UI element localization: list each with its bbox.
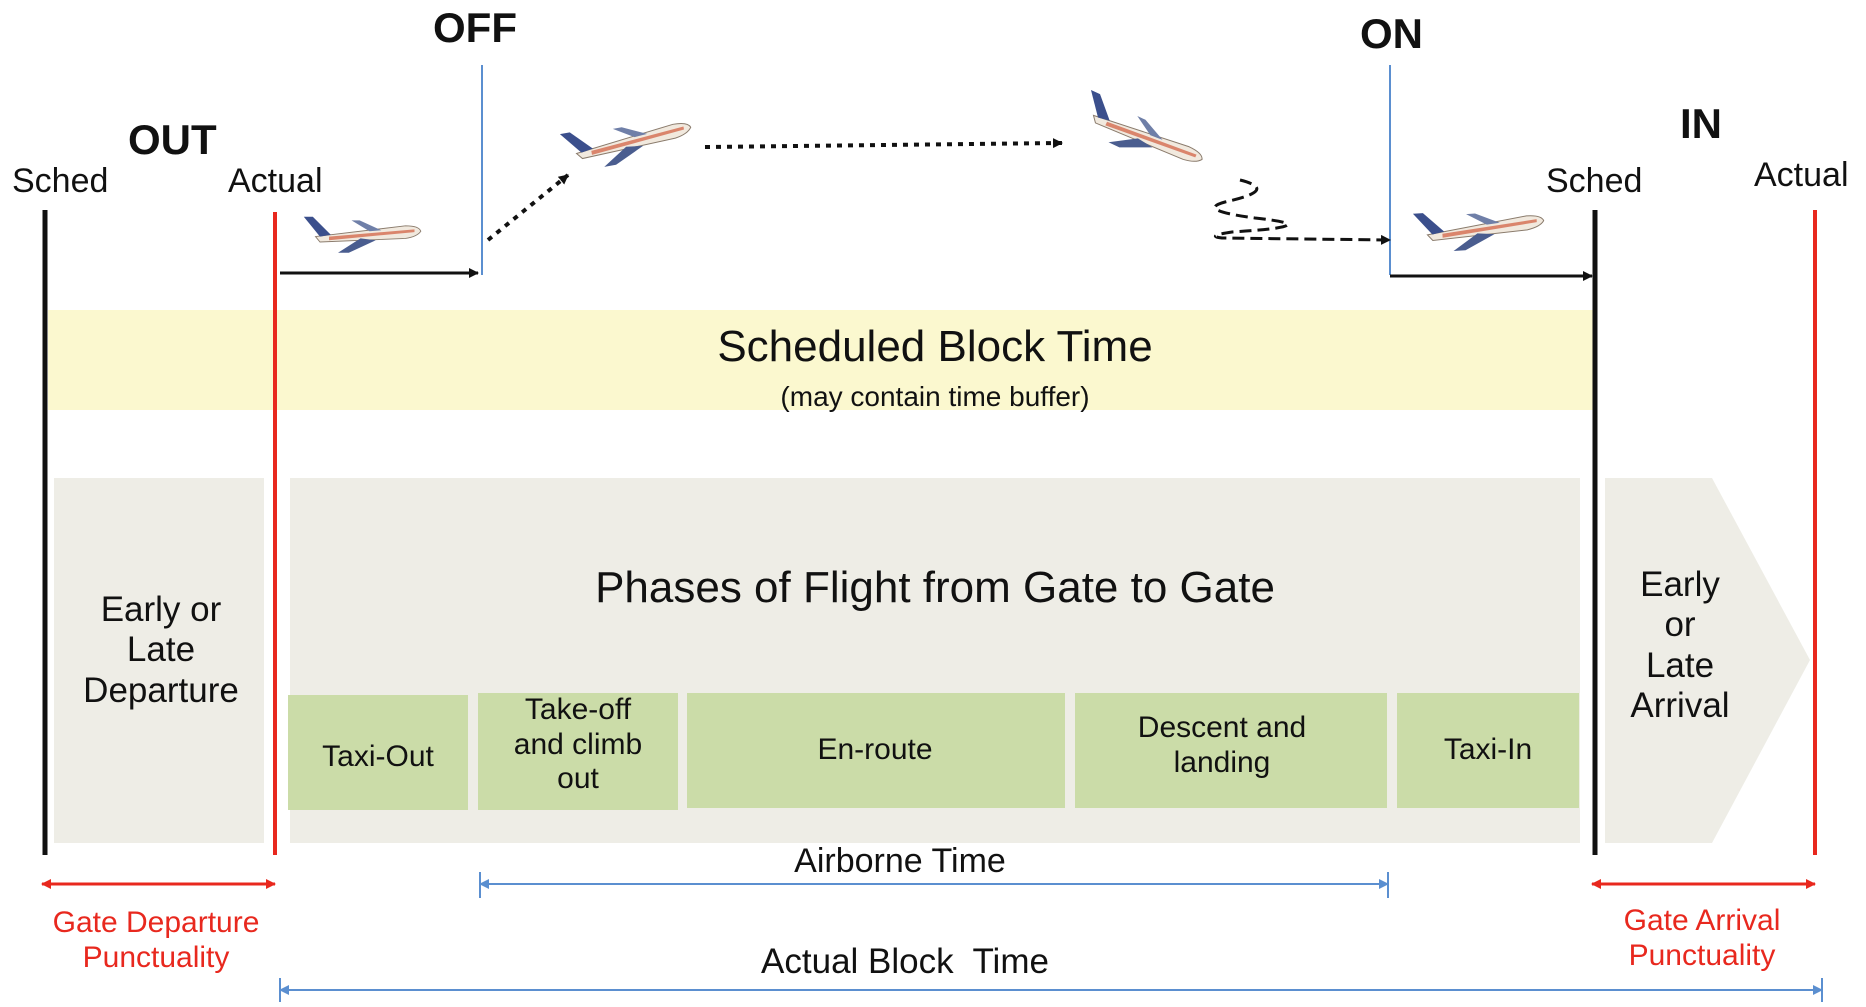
in-actual-label: Actual (1754, 156, 1849, 194)
climb-arrow (486, 173, 570, 242)
arrival-block-label: Early or Late Arrival (1630, 565, 1730, 725)
phase-label-enroute: En-route (817, 733, 933, 766)
phase-box-descent (1075, 693, 1387, 808)
scheduled-block-title: Scheduled Block Time (717, 322, 1153, 371)
in-sched-label: Sched (1546, 162, 1643, 200)
phase-box-enroute (687, 693, 1065, 808)
scheduled-block-band (48, 310, 1593, 410)
in-label: IN (1680, 100, 1722, 147)
departure-block-band (54, 478, 264, 843)
airplane-icon (1412, 204, 1546, 255)
phase-label-taxi-in: Taxi-In (1443, 733, 1533, 766)
actual-block-time-label: Actual Block Time (761, 942, 1049, 981)
arrival-block-band (1605, 478, 1810, 843)
scheduled-block-subtitle: (may contain time buffer) (780, 381, 1090, 412)
phase-label-taxi-out: Taxi-Out (322, 740, 434, 773)
airplane-icon (1073, 89, 1210, 182)
gate-arrival-label: Gate Arrival Punctuality (1623, 904, 1781, 972)
out-label: OUT (128, 116, 217, 163)
out-sched-label: Sched (12, 162, 109, 200)
phase-box-taxi-out (288, 695, 468, 810)
airplane-icon (303, 216, 422, 254)
out-actual-label: Actual (228, 162, 323, 200)
off-label: OFF (433, 4, 517, 51)
cruise-arrow (704, 138, 1063, 149)
departure-block-label: Early or Late Departure (83, 590, 239, 710)
phase-box-takeoff (478, 693, 678, 810)
gate-departure-label: Gate Departure Punctuality (52, 906, 260, 974)
airborne-time-label: Airborne Time (794, 842, 1006, 880)
phases-title: Phases of Flight from Gate to Gate (595, 563, 1275, 612)
airplane-icon (559, 111, 696, 174)
descent-path (1213, 178, 1391, 245)
phase-label-takeoff: Take-off and climb out (513, 693, 643, 795)
phase-label-descent: Descent and landing (1137, 711, 1307, 779)
on-label: ON (1360, 10, 1423, 57)
phase-box-taxi-in (1397, 693, 1579, 808)
